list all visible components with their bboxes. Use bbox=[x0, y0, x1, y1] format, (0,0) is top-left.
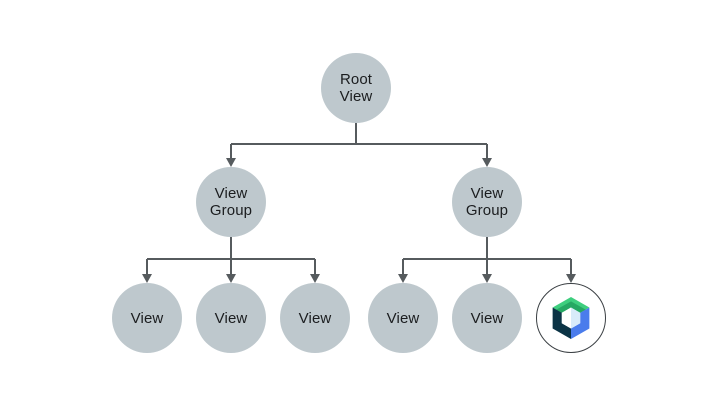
node-view-group-right-label: View Group bbox=[465, 185, 509, 219]
node-view-right-2-label: View bbox=[470, 309, 504, 327]
node-view-group-left-label: View Group bbox=[209, 185, 253, 219]
node-root-view: Root View bbox=[321, 53, 391, 123]
connector-level-2-right bbox=[402, 237, 572, 274]
node-view-left-1: View bbox=[112, 283, 182, 353]
connector-level-2-left-arrowheads bbox=[142, 274, 320, 283]
node-view-left-3-label: View bbox=[298, 309, 332, 327]
node-view-left-2-label: View bbox=[214, 309, 248, 327]
connector-level-2-left bbox=[146, 237, 316, 274]
node-view-left-1-label: View bbox=[130, 309, 164, 327]
connector-level-2-right-arrowheads bbox=[398, 274, 576, 283]
node-root-view-label: Root View bbox=[339, 71, 373, 105]
node-view-left-3: View bbox=[280, 283, 350, 353]
node-view-group-right: View Group bbox=[452, 167, 522, 237]
node-view-right-1: View bbox=[368, 283, 438, 353]
node-view-left-2: View bbox=[196, 283, 266, 353]
node-view-right-1-label: View bbox=[386, 309, 420, 327]
connector-level-1-arrowheads bbox=[226, 158, 492, 167]
node-compose bbox=[536, 283, 606, 353]
node-view-group-left: View Group bbox=[196, 167, 266, 237]
connector-level-1 bbox=[230, 123, 488, 159]
node-view-right-2: View bbox=[452, 283, 522, 353]
jetpack-compose-icon bbox=[552, 297, 590, 339]
